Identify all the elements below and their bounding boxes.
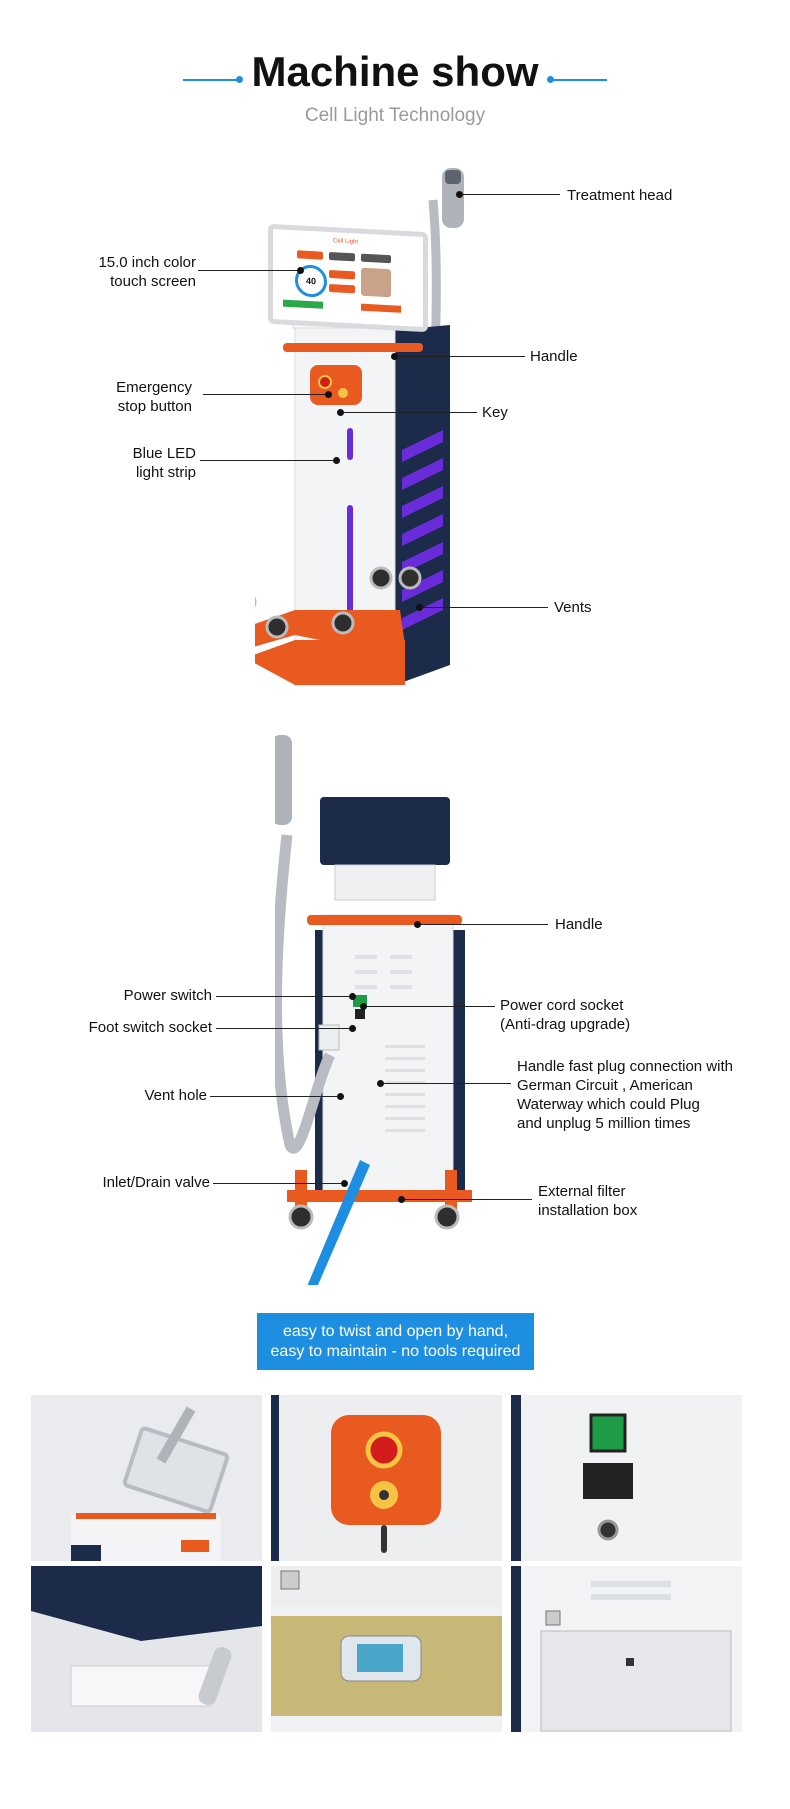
dot-handle-back (414, 921, 421, 928)
line-vent-hole (210, 1096, 340, 1097)
label-blue-led: Blue LED light strip (132, 445, 196, 481)
label-handle-back: Handle (555, 916, 603, 933)
screen-button-2 (329, 252, 355, 262)
page-title: Machine show (251, 48, 539, 95)
line-handle-front (395, 356, 525, 357)
title-right-line (552, 79, 607, 81)
label-power-cord: Power cord socket (Anti-drag upgrade) (500, 997, 631, 1033)
line-key (340, 412, 477, 413)
line-power-switch (216, 996, 352, 997)
photo-filter-box (271, 1566, 502, 1732)
dot-inlet-drain (341, 1180, 348, 1187)
label-handle-front: Handle (530, 348, 578, 365)
dot-treatment-head (456, 191, 463, 198)
filter-door-image (511, 1566, 732, 1732)
screen-button-5 (329, 284, 355, 294)
back-machine-illustration (275, 735, 472, 1285)
screen-button-3 (361, 253, 391, 264)
line-filter-box (402, 1199, 532, 1200)
title-right-dot (547, 76, 554, 83)
dot-foot-switch (349, 1025, 356, 1032)
front-machine-illustration (255, 168, 464, 686)
line-power-cord (363, 1006, 495, 1007)
label-power-switch: Power switch (123, 987, 212, 1004)
label-foot-switch: Foot switch socket (88, 1019, 212, 1036)
line-touch-screen (198, 270, 300, 271)
emergency-key-image (271, 1395, 441, 1561)
maintenance-callout: easy to twist and open by hand, easy to … (257, 1313, 534, 1370)
dot-key (337, 409, 344, 416)
screen-photo (361, 267, 391, 298)
screen-brand: Cell Light (333, 238, 359, 246)
dot-emergency-stop (325, 391, 332, 398)
title-left-line (183, 79, 238, 81)
label-key: Key (482, 404, 508, 421)
machine-angle-image (71, 1406, 230, 1561)
line-vents (420, 607, 548, 608)
dot-handle-front (391, 353, 398, 360)
photo-filter-door (511, 1566, 742, 1732)
power-switch-image (511, 1395, 633, 1561)
line-treatment-head (460, 194, 560, 195)
label-emergency-stop: Emergency stop button (116, 379, 192, 415)
label-fast-plug: Handle fast plug connection with German … (517, 1058, 733, 1132)
photo-screen-base (31, 1566, 262, 1732)
line-blue-led (200, 460, 336, 461)
screen-base-image (31, 1566, 262, 1707)
dot-blue-led (333, 457, 340, 464)
touch-screen: Cell Light 40 (268, 223, 428, 333)
line-emergency-stop (203, 394, 328, 395)
label-touch-screen: 15.0 inch color touch screen (98, 254, 196, 290)
photo-emergency-key (271, 1395, 502, 1561)
label-vents: Vents (554, 599, 592, 616)
screen-footer-right (361, 303, 401, 313)
screen-footer-left (283, 299, 323, 309)
label-vent-hole: Vent hole (144, 1087, 207, 1104)
label-inlet-drain: Inlet/Drain valve (102, 1174, 210, 1191)
line-foot-switch (216, 1028, 352, 1029)
dot-filter-box (398, 1196, 405, 1203)
photo-machine-angle (31, 1395, 262, 1561)
line-inlet-drain (213, 1183, 344, 1184)
label-treatment-head: Treatment head (567, 187, 673, 204)
photo-power-switch (511, 1395, 742, 1561)
title-left-dot (236, 76, 243, 83)
dot-fast-plug (377, 1080, 384, 1087)
line-fast-plug (381, 1083, 511, 1084)
filter-box-image (271, 1566, 502, 1716)
dot-power-cord (360, 1003, 367, 1010)
dot-vent-hole (337, 1093, 344, 1100)
screen-button-1 (297, 250, 323, 260)
dot-touch-screen (297, 267, 304, 274)
dot-vents (416, 604, 423, 611)
page-subtitle: Cell Light Technology (304, 105, 486, 126)
label-filter-box: External filter installation box (538, 1183, 638, 1219)
screen-button-4 (329, 270, 355, 280)
dot-power-switch (349, 993, 356, 1000)
line-handle-back (418, 924, 548, 925)
